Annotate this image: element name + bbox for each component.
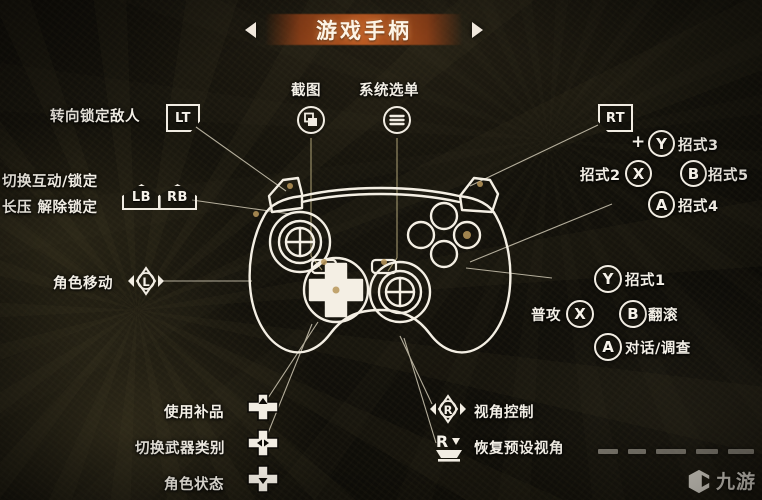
label-x-top-action: 招式2 [580,168,621,184]
label-lt-action: 转向锁定敌人 [50,109,140,125]
system-menu-button[interactable] [382,105,412,135]
label-system-menu: 系统选单 [359,83,419,99]
jiuyou-logo-icon [688,469,710,493]
label-y-top-action: 招式3 [678,138,719,154]
label-a-top-action: 招式4 [678,199,719,215]
right-stick-press-icon[interactable]: R [428,430,468,464]
label-lb-rb-action-1: 切换互动/锁定 [2,174,98,190]
button-lt[interactable]: LT [166,104,200,132]
button-rb[interactable]: RB [158,184,197,210]
button-b-bottom[interactable]: B [619,300,647,328]
left-stick-icon[interactable]: L [126,266,166,296]
next-page-arrow-icon[interactable] [472,22,483,38]
label-a-bottom-action: 对话/调查 [625,341,691,357]
label-x-bottom-action: 普攻 [531,308,561,324]
dpad-up-icon[interactable] [246,392,280,422]
button-b-top[interactable]: B [680,160,707,187]
dpad-down-icon[interactable] [246,464,280,494]
svg-text:R: R [436,432,448,451]
label-dpad-down-action: 角色状态 [164,477,224,493]
button-x-bottom[interactable]: X [566,300,594,328]
label-plus-sign: + [631,132,646,152]
page-title: 游戏手柄 [316,19,412,43]
label-screenshot: 截图 [291,83,321,99]
button-rt[interactable]: RT [598,104,633,132]
label-b-bottom-action: 翻滚 [648,308,678,324]
button-a-bottom[interactable]: A [594,333,622,361]
button-y-top[interactable]: Y [648,130,675,157]
label-right-stick-action: 视角控制 [474,405,534,421]
label-lb-rb-action-2: 长压 解除锁定 [2,200,98,216]
label-y-bottom-action: 招式1 [625,273,666,289]
label-right-stick-press-action: 恢复预设视角 [474,441,564,457]
page-title-bar: 游戏手柄 [239,12,489,48]
dpad-left-right-icon[interactable] [246,428,280,458]
svg-text:L: L [142,275,150,289]
button-y-bottom[interactable]: Y [594,265,622,293]
watermark-brand: 九游 [715,471,756,493]
button-x-top[interactable]: X [625,160,652,187]
label-dpad-up-action: 使用补品 [164,405,224,421]
svg-text:R: R [444,403,453,417]
watermark: 九游 [686,467,756,494]
gamepad-illustration [248,176,512,354]
label-b-top-action: 招式5 [708,168,749,184]
right-stick-icon[interactable]: R [428,394,468,424]
button-lb[interactable]: LB [122,184,161,210]
button-a-top[interactable]: A [648,191,675,218]
prev-page-arrow-icon[interactable] [245,22,256,38]
screenshot-button[interactable] [296,105,326,135]
bottom-hud-strip [598,449,754,454]
label-dpad-lr-action: 切换武器类别 [135,441,225,457]
label-left-stick-action: 角色移动 [53,276,113,292]
